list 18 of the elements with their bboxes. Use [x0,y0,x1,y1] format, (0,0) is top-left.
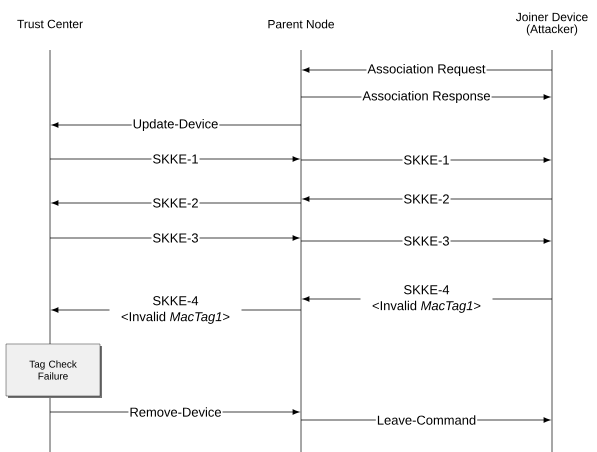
edge-label: Remove-Device [130,407,221,417]
edge-label: SKKE-4 <Invalid MacTag1> [122,296,230,324]
participant-label: Parent Node [268,20,334,28]
edge-label: SKKE-3 [153,233,198,243]
participant-label: Joiner Device (Attacker) [516,12,588,36]
process-box: Tag Check Failure [6,344,102,398]
edge-label: SKKE-1 [404,155,449,165]
edge-label: SKKE-2 [153,198,198,208]
participant-label: Trust Center [17,20,83,28]
edge-label: Association Response [362,90,490,104]
edge-label: SKKE-2 [404,194,449,204]
edge-label: SKKE-1 [153,154,198,164]
edge-label: SKKE-4 <Invalid MacTag1> [372,285,480,313]
edge-label: Leave-Command [378,415,476,425]
lifeline [300,50,302,452]
edge-label: Update-Device [134,118,218,132]
edge-label: Association Request [368,64,486,76]
edge-label: SKKE-3 [404,236,449,246]
